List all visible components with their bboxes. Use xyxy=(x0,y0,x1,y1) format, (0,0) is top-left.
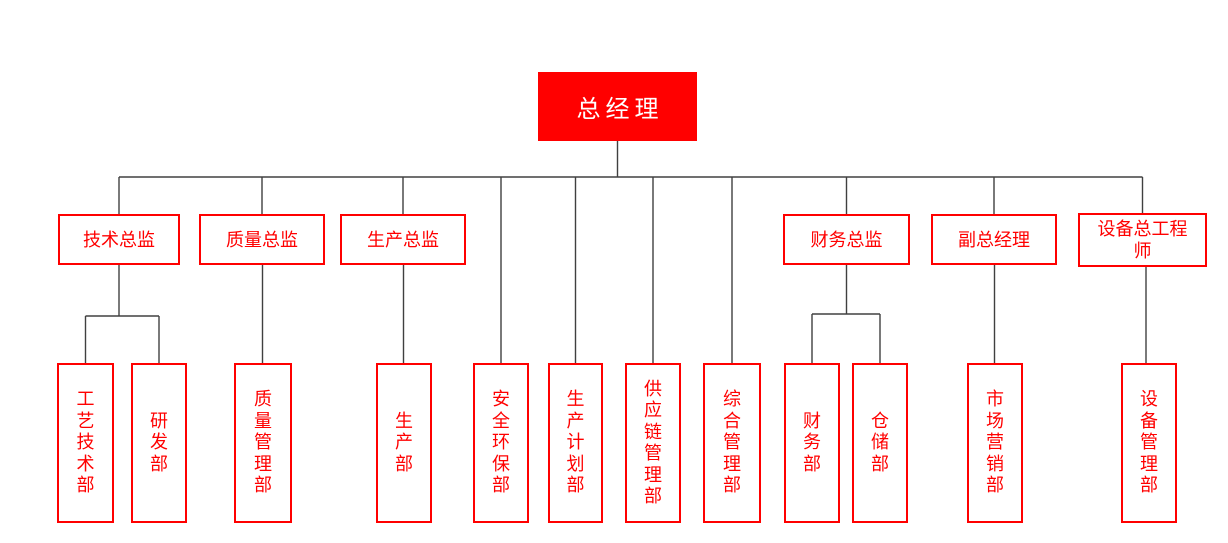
org-node-label: 设备总工程师 xyxy=(1097,219,1188,261)
org-node-label: 技术总监 xyxy=(83,229,155,250)
org-node-general-management-dept[interactable]: 综合管理部 xyxy=(703,363,761,523)
org-node-label: 财务总监 xyxy=(810,229,883,250)
org-node-label: 仓储部 xyxy=(871,410,889,474)
org-node-deputy-general-manager[interactable]: 副总经理 xyxy=(931,214,1057,265)
org-node-label: 设备管理部 xyxy=(1140,389,1158,496)
org-node-warehouse-dept[interactable]: 仓储部 xyxy=(852,363,908,523)
org-node-supply-chain-dept[interactable]: 供应链管理部 xyxy=(625,363,681,523)
org-node-finance-dept[interactable]: 财务部 xyxy=(784,363,840,523)
org-node-technical-director[interactable]: 技术总监 xyxy=(58,214,180,265)
org-node-equipment-management-dept[interactable]: 设备管理部 xyxy=(1121,363,1177,523)
org-node-label: 市场营销部 xyxy=(986,389,1004,496)
org-node-marketing-dept[interactable]: 市场营销部 xyxy=(967,363,1023,523)
org-node-production-planning-dept[interactable]: 生产计划部 xyxy=(548,363,603,523)
org-node-label: 质量管理部 xyxy=(254,389,272,496)
org-node-label: 供应链管理部 xyxy=(644,378,662,507)
org-node-label: 生产计划部 xyxy=(566,389,585,496)
org-node-safety-environment-dept[interactable]: 安全环保部 xyxy=(473,363,529,523)
org-node-label: 财务部 xyxy=(803,410,821,474)
org-node-label: 副总经理 xyxy=(958,229,1030,250)
org-node-quality-management-dept[interactable]: 质量管理部 xyxy=(234,363,292,523)
org-node-general-manager[interactable]: 总经理 xyxy=(538,72,697,141)
org-node-label: 工艺技术部 xyxy=(76,389,95,496)
org-node-production-director[interactable]: 生产总监 xyxy=(340,214,466,265)
org-node-chief-equipment-engineer[interactable]: 设备总工程师 xyxy=(1078,213,1207,267)
org-node-label: 综合管理部 xyxy=(723,389,741,496)
org-node-label: 生产总监 xyxy=(367,229,439,250)
org-node-rnd-dept[interactable]: 研发部 xyxy=(131,363,187,523)
org-node-label: 安全环保部 xyxy=(492,389,510,496)
org-node-quality-director[interactable]: 质量总监 xyxy=(199,214,325,265)
org-node-production-dept[interactable]: 生产部 xyxy=(376,363,432,523)
org-node-label: 研发部 xyxy=(150,410,168,474)
org-node-finance-director[interactable]: 财务总监 xyxy=(783,214,910,265)
org-node-process-technology-dept[interactable]: 工艺技术部 xyxy=(57,363,114,523)
org-node-label: 质量总监 xyxy=(226,229,298,250)
org-node-label: 生产部 xyxy=(395,410,413,474)
org-node-label: 总经理 xyxy=(576,96,664,123)
